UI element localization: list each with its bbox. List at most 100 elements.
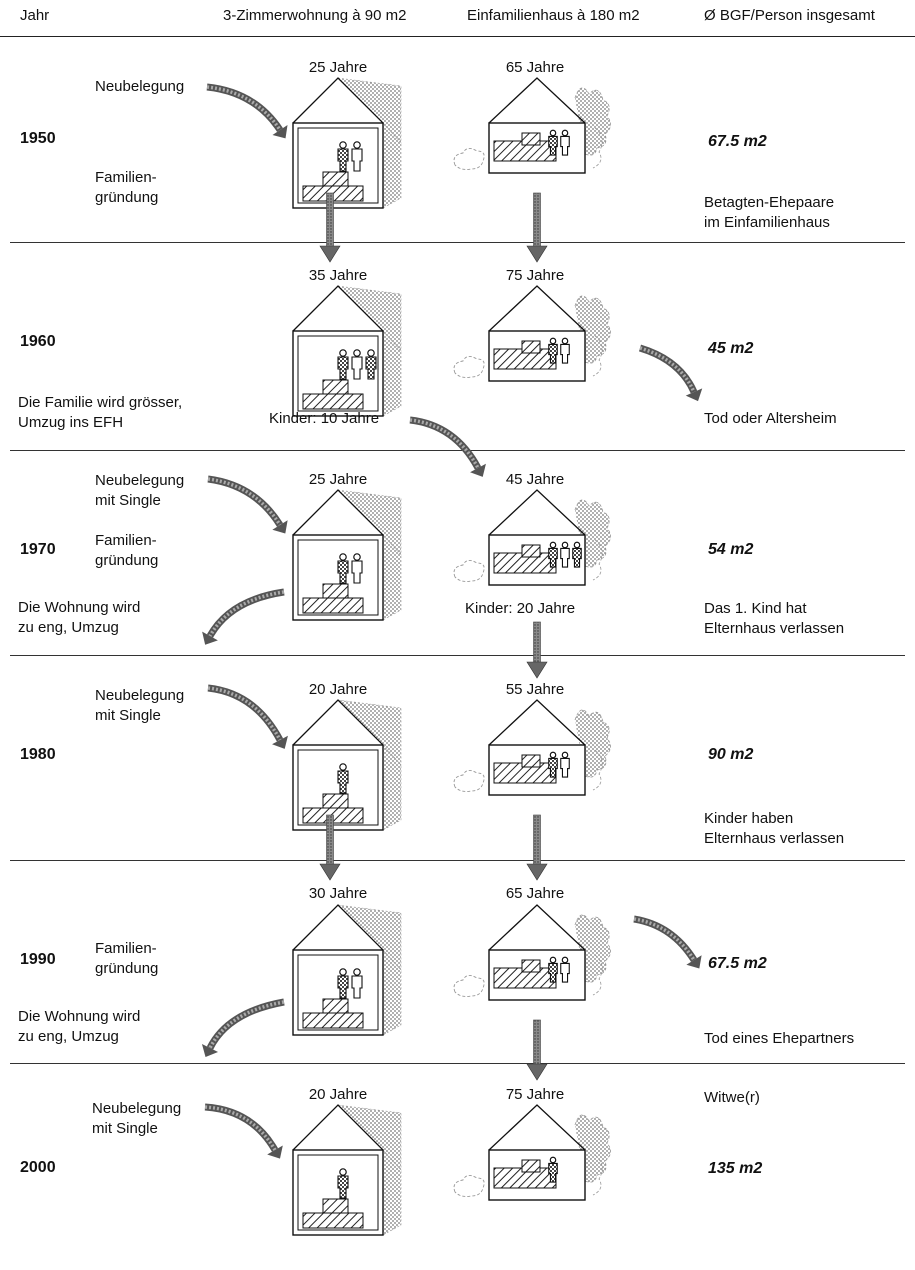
- person-figure: [572, 541, 582, 568]
- row-divider: [10, 450, 905, 451]
- flat-age-1980: 20 Jahre: [308, 681, 368, 698]
- flat-age-1990: 30 Jahre: [308, 885, 368, 902]
- flat-age-1950: 25 Jahre: [308, 59, 368, 76]
- area-1950: 67.5 m2: [708, 133, 767, 150]
- note-1950: Betagten-Ehepaare im Einfamilienhaus: [704, 194, 835, 231]
- area-1960: 45 m2: [708, 340, 754, 357]
- arrow-house-down-1980: [526, 814, 548, 881]
- label-familie-groesser: Die Familie wird grösser, Umzug ins EFH: [18, 394, 183, 431]
- person-figure: [337, 968, 349, 999]
- person-figure: [560, 337, 570, 364]
- label-kinder-20: Kinder: 20 Jahre: [465, 600, 576, 617]
- area-1980: 90 m2: [708, 746, 754, 763]
- arrow-neubelegung-2000: [204, 1103, 283, 1159]
- arrow-wohnung-eng-1970: [202, 588, 285, 645]
- year-1990: 1990: [20, 951, 56, 968]
- person-figure: [548, 129, 558, 156]
- arrow-wohnung-eng-1990: [201, 998, 285, 1057]
- year-1960: 1960: [20, 333, 56, 350]
- note-1990: Tod eines Ehepartners: [704, 1030, 855, 1047]
- arrow-umzug-efh: [409, 416, 486, 477]
- bush-icon: [453, 770, 485, 792]
- header-house: Einfamilienhaus à 180 m2: [467, 7, 640, 24]
- house-age-1980: 55 Jahre: [505, 681, 565, 698]
- flat-age-2000: 20 Jahre: [308, 1086, 368, 1103]
- family-house: [453, 489, 611, 586]
- label-wohnung-zu-eng: Die Wohnung wird zu eng, Umzug: [18, 599, 141, 636]
- apartment-house: [292, 699, 402, 831]
- bush-icon: [453, 148, 485, 170]
- family-house: [453, 285, 611, 382]
- apartment-house: [292, 489, 402, 621]
- label-neubelegung-single: Neubelegung mit Single: [95, 472, 185, 509]
- apartment-house: [292, 1104, 402, 1236]
- note-1960: Tod oder Altersheim: [704, 410, 837, 427]
- year-1980: 1980: [20, 746, 56, 763]
- person-figure: [351, 553, 363, 584]
- person-figure: [351, 349, 363, 380]
- arrow-house-down-1990: [526, 1019, 548, 1081]
- bush-icon: [453, 975, 485, 997]
- apartment-house: [292, 77, 402, 209]
- family-house: [453, 77, 611, 174]
- arrow-house-down-1950: [526, 192, 548, 263]
- person-figure: [351, 141, 363, 172]
- year-1950: 1950: [20, 130, 56, 147]
- house-age-1950: 65 Jahre: [505, 59, 565, 76]
- house-age-1970: 45 Jahre: [505, 471, 565, 488]
- header-rule: [0, 36, 915, 37]
- person-figure: [560, 751, 570, 778]
- row-divider: [10, 1063, 905, 1064]
- arrow-neubelegung-1980: [207, 684, 288, 749]
- person-figure: [548, 751, 558, 778]
- family-house: [453, 904, 611, 1001]
- label-kinder-10: Kinder: 10 Jahre: [269, 410, 380, 427]
- header-year: Jahr: [20, 7, 50, 24]
- apartment-house: [292, 285, 402, 417]
- label-neubelegung-single: Neubelegung mit Single: [92, 1100, 182, 1137]
- label-neubelegung-single: Neubelegung mit Single: [95, 687, 185, 724]
- person-figure: [337, 141, 349, 172]
- person-figure: [560, 541, 570, 568]
- family-house: [453, 1104, 611, 1201]
- year-1970: 1970: [20, 541, 56, 558]
- person-figure: [548, 1156, 558, 1183]
- header-area: Ø BGF/Person insgesamt: [704, 7, 875, 24]
- house-age-1960: 75 Jahre: [505, 267, 565, 284]
- label-neubelegung: Neubelegung: [95, 78, 185, 95]
- person-figure: [337, 553, 349, 584]
- label-familiengruendung: Familien- gründung: [95, 169, 159, 206]
- arrow-neubelegung-1950: [206, 83, 288, 139]
- row-divider: [10, 242, 905, 243]
- apartment-house: [292, 904, 402, 1036]
- arrow-neubelegung-1970: [207, 475, 288, 534]
- area-1990: 67.5 m2: [708, 955, 767, 972]
- person-figure: [351, 968, 363, 999]
- flat-age-1970: 25 Jahre: [308, 471, 368, 488]
- label-familiengruendung: Familien- gründung: [95, 532, 159, 569]
- person-figure: [337, 1168, 349, 1199]
- arrow-tod-ehepartner: [633, 915, 702, 969]
- house-age-1990: 65 Jahre: [505, 885, 565, 902]
- area-2000: 135 m2: [708, 1160, 763, 1177]
- flat-age-1960: 35 Jahre: [308, 267, 368, 284]
- note-1980: Kinder haben Elternhaus verlassen: [704, 810, 845, 847]
- note-2000: Witwe(r): [704, 1089, 760, 1106]
- label-wohnung-zu-eng: Die Wohnung wird zu eng, Umzug: [18, 1008, 141, 1045]
- house-age-2000: 75 Jahre: [505, 1086, 565, 1103]
- person-figure: [560, 956, 570, 983]
- person-figure: [548, 956, 558, 983]
- arrow-house-down-1970: [526, 621, 548, 679]
- bush-icon: [453, 1175, 485, 1197]
- note-1970: Das 1. Kind hat Elternhaus verlassen: [704, 600, 845, 637]
- row-divider: [10, 860, 905, 861]
- bush-icon: [453, 560, 485, 582]
- person-figure: [337, 349, 349, 380]
- year-2000: 2000: [20, 1159, 56, 1176]
- arrow-tod-altersheim: [638, 344, 703, 402]
- row-divider: [10, 655, 905, 656]
- arrow-flat-down-1950: [319, 192, 341, 263]
- person-figure: [548, 541, 558, 568]
- person-figure: [365, 349, 377, 380]
